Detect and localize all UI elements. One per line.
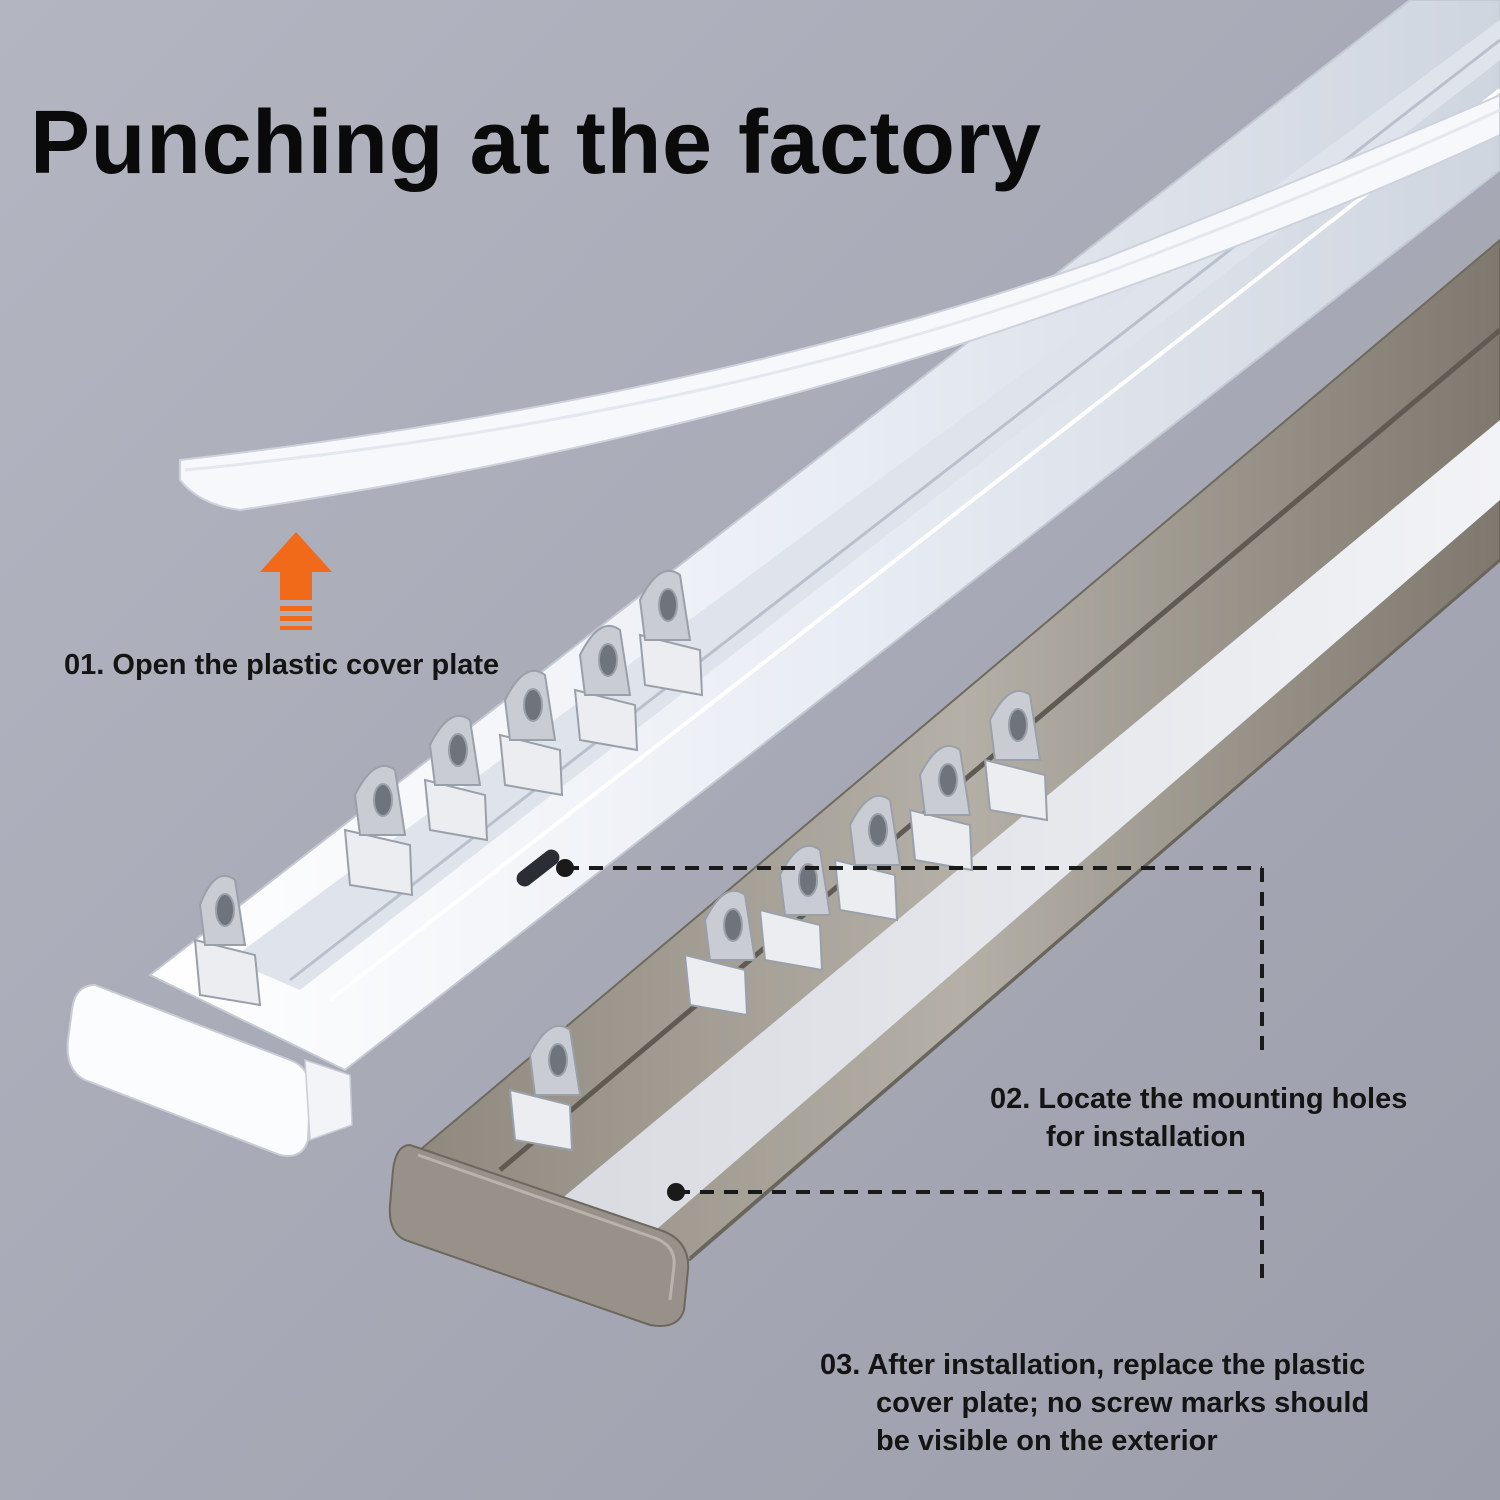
glider-hook [343, 764, 414, 897]
step-2-caption: 02. Locate the mounting holes for instal… [990, 1080, 1407, 1156]
glider-hook [758, 844, 832, 972]
glider-hook [193, 874, 262, 1007]
glider-hook [833, 794, 902, 922]
glider-hook [638, 569, 704, 697]
white-track-gliders [193, 569, 704, 1007]
step-1-text: Open the plastic cover plate [112, 649, 500, 681]
leader-dot-02 [556, 859, 574, 877]
mounting-hole [516, 849, 560, 887]
step-1-caption: 01. Open the plastic cover plate [64, 646, 499, 684]
glider-hook [983, 689, 1049, 822]
step-3-text-line-2: cover plate; no screw marks should [876, 1387, 1370, 1419]
step-1-number: 01. [64, 649, 105, 681]
champagne-track-gliders [508, 689, 1049, 1152]
plastic-cover-plate [179, 93, 1500, 512]
page-title: Punching at the factory [30, 93, 1042, 193]
glider-hook [908, 744, 974, 872]
step-3-caption: 03. After installation, replace the plas… [820, 1346, 1369, 1460]
step-2-number: 02. [990, 1083, 1031, 1115]
glider-hook [508, 1024, 582, 1152]
leader-dot-03 [667, 1183, 685, 1201]
step-2-text-line-2: for installation [1046, 1121, 1246, 1153]
step-3-text-line-3: be visible on the exterior [876, 1425, 1218, 1457]
glider-hook [423, 714, 489, 842]
step-3-text-line-1: After installation, replace the plastic [867, 1349, 1366, 1381]
glider-hook [683, 889, 757, 1017]
up-arrow-icon [260, 532, 332, 630]
glider-hook [498, 669, 564, 797]
leader-line-02 [565, 866, 1264, 1060]
leader-line-03 [676, 1190, 1264, 1282]
step-2-text-line-1: Locate the mounting holes [1038, 1083, 1408, 1115]
champagne-end-cap [388, 1143, 690, 1327]
step-3-number: 03. [820, 1349, 861, 1381]
glider-hook [573, 624, 639, 752]
